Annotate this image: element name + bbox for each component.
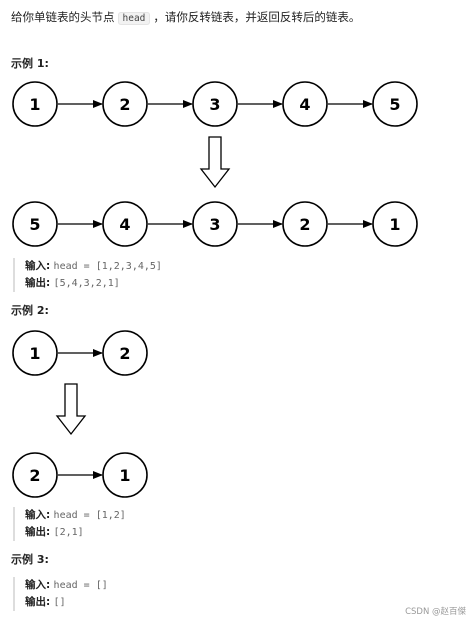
list-node: 2 — [12, 452, 58, 498]
svg-text:3: 3 — [209, 215, 220, 234]
example-1-io: 输入: head = [1,2,3,4,5] 输出: [5,4,3,2,1] — [13, 258, 162, 292]
output-label: 输出: — [25, 526, 51, 538]
head-code: head — [117, 12, 151, 25]
svg-text:2: 2 — [119, 95, 130, 114]
svg-text:4: 4 — [299, 95, 310, 114]
list-node: 2 — [102, 330, 148, 376]
output-value: [2,1] — [53, 527, 84, 538]
list-node: 3 — [192, 81, 238, 127]
intro-text-after: ，请你反转链表，并返回反转后的链表。 — [153, 10, 361, 24]
svg-text:2: 2 — [29, 466, 40, 485]
example-3-io: 输入: head = [] 输出: [] — [13, 577, 108, 611]
input-label: 输入: — [25, 509, 51, 521]
svg-text:2: 2 — [299, 215, 310, 234]
list-node: 2 — [282, 201, 328, 247]
output-label: 输出: — [25, 596, 51, 608]
input-label: 输入: — [25, 260, 51, 272]
list-node: 1 — [12, 81, 58, 127]
input-label: 输入: — [25, 579, 51, 591]
svg-text:4: 4 — [119, 215, 130, 234]
example-3-heading: 示例 3: — [11, 553, 49, 566]
list-node: 1 — [102, 452, 148, 498]
list-node: 1 — [372, 201, 418, 247]
svg-text:1: 1 — [29, 95, 40, 114]
down-arrow-icon — [199, 136, 231, 189]
intro-text-before: 给你单链表的头节点 — [11, 10, 115, 24]
list-node: 2 — [102, 81, 148, 127]
list-node: 3 — [192, 201, 238, 247]
input-value: head = [1,2] — [53, 510, 126, 521]
example-2-list-before: 1 2 — [12, 330, 148, 376]
watermark: CSDN @赵百傑 — [405, 607, 466, 617]
example-2-io: 输入: head = [1,2] 输出: [2,1] — [13, 507, 126, 541]
svg-text:1: 1 — [29, 344, 40, 363]
svg-text:3: 3 — [209, 95, 220, 114]
input-value: head = [] — [53, 580, 108, 591]
list-node: 5 — [372, 81, 418, 127]
example-1-list-after: 5 4 3 2 1 — [12, 201, 418, 247]
example-1-heading: 示例 1: — [11, 57, 49, 70]
input-value: head = [1,2,3,4,5] — [53, 261, 162, 272]
output-value: [5,4,3,2,1] — [53, 278, 120, 289]
example-2-heading: 示例 2: — [11, 304, 49, 317]
list-node: 5 — [12, 201, 58, 247]
svg-text:2: 2 — [119, 344, 130, 363]
output-label: 输出: — [25, 277, 51, 289]
example-1-list-before: 1 2 3 4 5 — [12, 81, 418, 127]
list-node: 1 — [12, 330, 58, 376]
svg-text:1: 1 — [119, 466, 130, 485]
svg-text:5: 5 — [29, 215, 40, 234]
example-2-list-after: 2 1 — [12, 452, 148, 498]
down-arrow-icon — [55, 383, 87, 436]
svg-text:5: 5 — [389, 95, 400, 114]
list-node: 4 — [282, 81, 328, 127]
output-value: [] — [53, 597, 66, 608]
svg-text:1: 1 — [389, 215, 400, 234]
list-node: 4 — [102, 201, 148, 247]
